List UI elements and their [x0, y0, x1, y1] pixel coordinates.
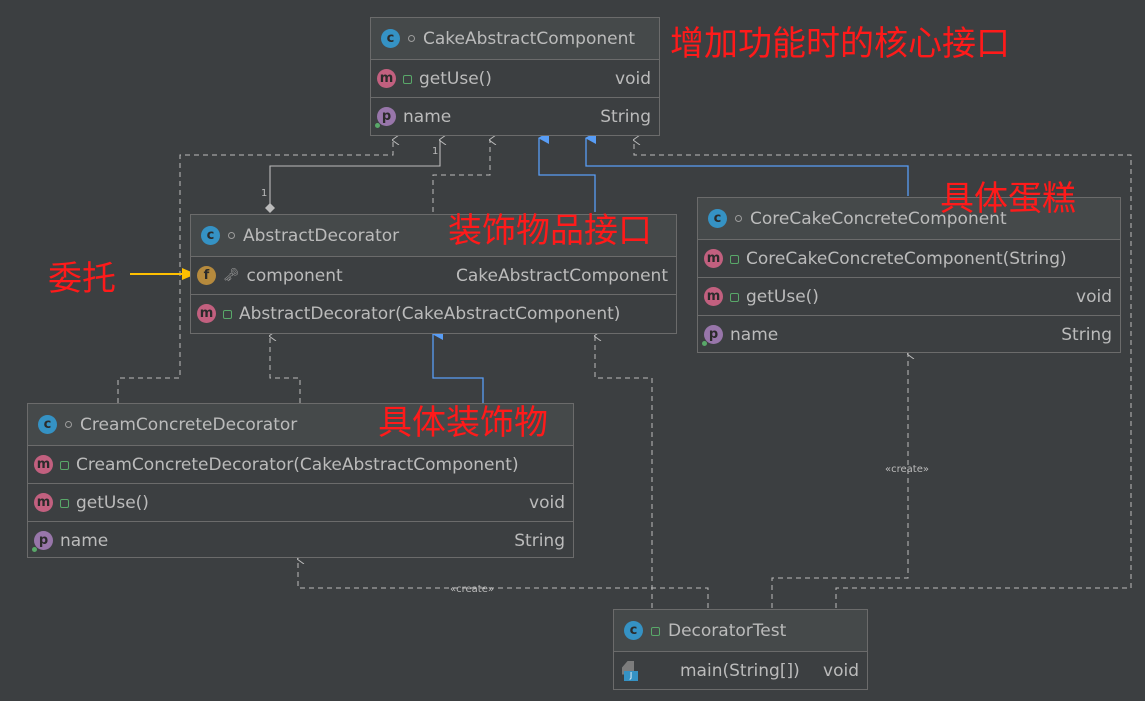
- annotation-core-interface: 增加功能时的核心接口: [670, 24, 1010, 64]
- method-name: getUse(): [419, 68, 492, 89]
- dep-test-abstractdecorator: [595, 336, 653, 608]
- class-icon: c: [381, 29, 400, 48]
- method-name: CoreCakeConcreteComponent(String): [746, 248, 1067, 269]
- method-row[interactable]: m getUse() void: [698, 277, 1120, 315]
- field-icon: f: [197, 266, 216, 285]
- method-row[interactable]: m CoreCakeConcreteComponent(String): [698, 240, 1120, 277]
- method-name: getUse(): [746, 286, 819, 307]
- create-label-cream: «create»: [450, 584, 494, 595]
- annotation-decorator-interface: 装饰物品接口: [448, 211, 652, 251]
- class-box-cake-abstract[interactable]: c CakeAbstractComponent m getUse() void …: [370, 17, 660, 136]
- class-icon: c: [624, 621, 643, 640]
- class-icon: c: [201, 226, 220, 245]
- class-header[interactable]: c CoreCakeConcreteComponent: [698, 198, 1120, 240]
- property-type: String: [1061, 324, 1112, 345]
- method-name: main(String[]): [680, 660, 800, 681]
- annotation-concrete-decorator: 具体装饰物: [378, 403, 548, 443]
- aggregation-component: [269, 140, 440, 206]
- property-name: name: [60, 530, 109, 551]
- key-icon: 🗝︎: [223, 268, 240, 283]
- public-lock-icon: [403, 75, 412, 84]
- method-type: void: [615, 68, 651, 89]
- multiplicity-bottom: 1: [261, 188, 268, 199]
- class-name: DecoratorTest: [668, 620, 787, 641]
- main-method-icon: J: [622, 660, 640, 681]
- dep-test-corecake: [771, 354, 908, 608]
- public-lock-icon: [651, 627, 660, 636]
- class-box-abstract-decorator[interactable]: c AbstractDecorator f 🗝︎ component CakeA…: [190, 214, 677, 334]
- method-row[interactable]: m AbstractDecorator(CakeAbstractComponen…: [191, 294, 676, 332]
- method-row[interactable]: m getUse() void: [371, 60, 659, 97]
- public-lock-icon: [730, 293, 739, 302]
- visibility-icon: [228, 232, 235, 239]
- method-name: AbstractDecorator(CakeAbstractComponent): [239, 303, 621, 324]
- visibility-icon: [65, 421, 72, 428]
- method-name: CreamConcreteDecorator(CakeAbstractCompo…: [76, 454, 519, 475]
- property-type: String: [600, 106, 651, 127]
- method-icon: m: [34, 455, 53, 474]
- property-icon: p: [375, 107, 396, 128]
- realization-cream: [432, 328, 484, 403]
- dep-abstractdecorator-cake: [432, 140, 490, 212]
- property-name: name: [403, 106, 452, 127]
- property-icon: p: [702, 325, 723, 346]
- property-type: String: [514, 530, 565, 551]
- method-icon: m: [34, 493, 53, 512]
- class-name: CoreCakeConcreteComponent: [750, 208, 1007, 229]
- method-row[interactable]: J main(String[]) void: [614, 652, 867, 689]
- realization-abstractdecorator: [538, 132, 596, 212]
- dep-test-cream: [298, 559, 709, 608]
- multiplicity-top: 1: [432, 146, 439, 157]
- class-header[interactable]: c AbstractDecorator: [191, 215, 676, 257]
- class-header[interactable]: c DecoratorTest: [614, 610, 867, 652]
- visibility-icon: [735, 215, 742, 222]
- annotation-delegate: 委托: [48, 259, 116, 299]
- create-label-core: «create»: [885, 464, 929, 475]
- method-icon: m: [704, 287, 723, 306]
- class-header[interactable]: c CakeAbstractComponent: [371, 18, 659, 60]
- field-type: CakeAbstractComponent: [455, 265, 668, 286]
- class-box-decorator-test[interactable]: c DecoratorTest J main(String[]) void: [613, 609, 868, 690]
- public-lock-icon: [60, 461, 69, 470]
- field-row[interactable]: f 🗝︎ component CakeAbstractComponent: [191, 257, 676, 294]
- class-box-core-cake[interactable]: c CoreCakeConcreteComponent m CoreCakeCo…: [697, 197, 1121, 353]
- method-icon: m: [197, 304, 216, 323]
- class-name: AbstractDecorator: [243, 225, 400, 246]
- class-box-cream-decorator[interactable]: c CreamConcreteDecorator m CreamConcrete…: [27, 403, 574, 558]
- property-row[interactable]: p name String: [28, 521, 573, 559]
- public-lock-icon: [223, 310, 232, 319]
- dep-cream-abstractdecorator: [270, 336, 301, 403]
- method-icon: m: [704, 249, 723, 268]
- field-name: component: [246, 265, 343, 286]
- realization-corecake: [585, 132, 909, 196]
- method-name: getUse(): [76, 492, 149, 513]
- public-lock-icon: [60, 499, 69, 508]
- property-icon: p: [32, 531, 53, 552]
- method-row[interactable]: m getUse() void: [28, 483, 573, 521]
- property-row[interactable]: p name String: [698, 315, 1120, 353]
- method-type: void: [529, 492, 565, 513]
- class-name: CakeAbstractComponent: [423, 28, 636, 49]
- class-icon: c: [38, 415, 57, 434]
- method-type: void: [823, 660, 859, 681]
- class-name: CreamConcreteDecorator: [80, 414, 298, 435]
- method-icon: m: [377, 69, 396, 88]
- aggregation-diamond: [265, 203, 275, 213]
- method-type: void: [1076, 286, 1112, 307]
- annotation-concrete-cake: 具体蛋糕: [940, 179, 1076, 219]
- property-name: name: [730, 324, 779, 345]
- visibility-icon: [408, 35, 415, 42]
- property-row[interactable]: p name String: [371, 97, 659, 135]
- class-header[interactable]: c CreamConcreteDecorator: [28, 404, 573, 446]
- public-lock-icon: [730, 255, 739, 264]
- method-row[interactable]: m CreamConcreteDecorator(CakeAbstractCom…: [28, 446, 573, 483]
- class-icon: c: [708, 209, 727, 228]
